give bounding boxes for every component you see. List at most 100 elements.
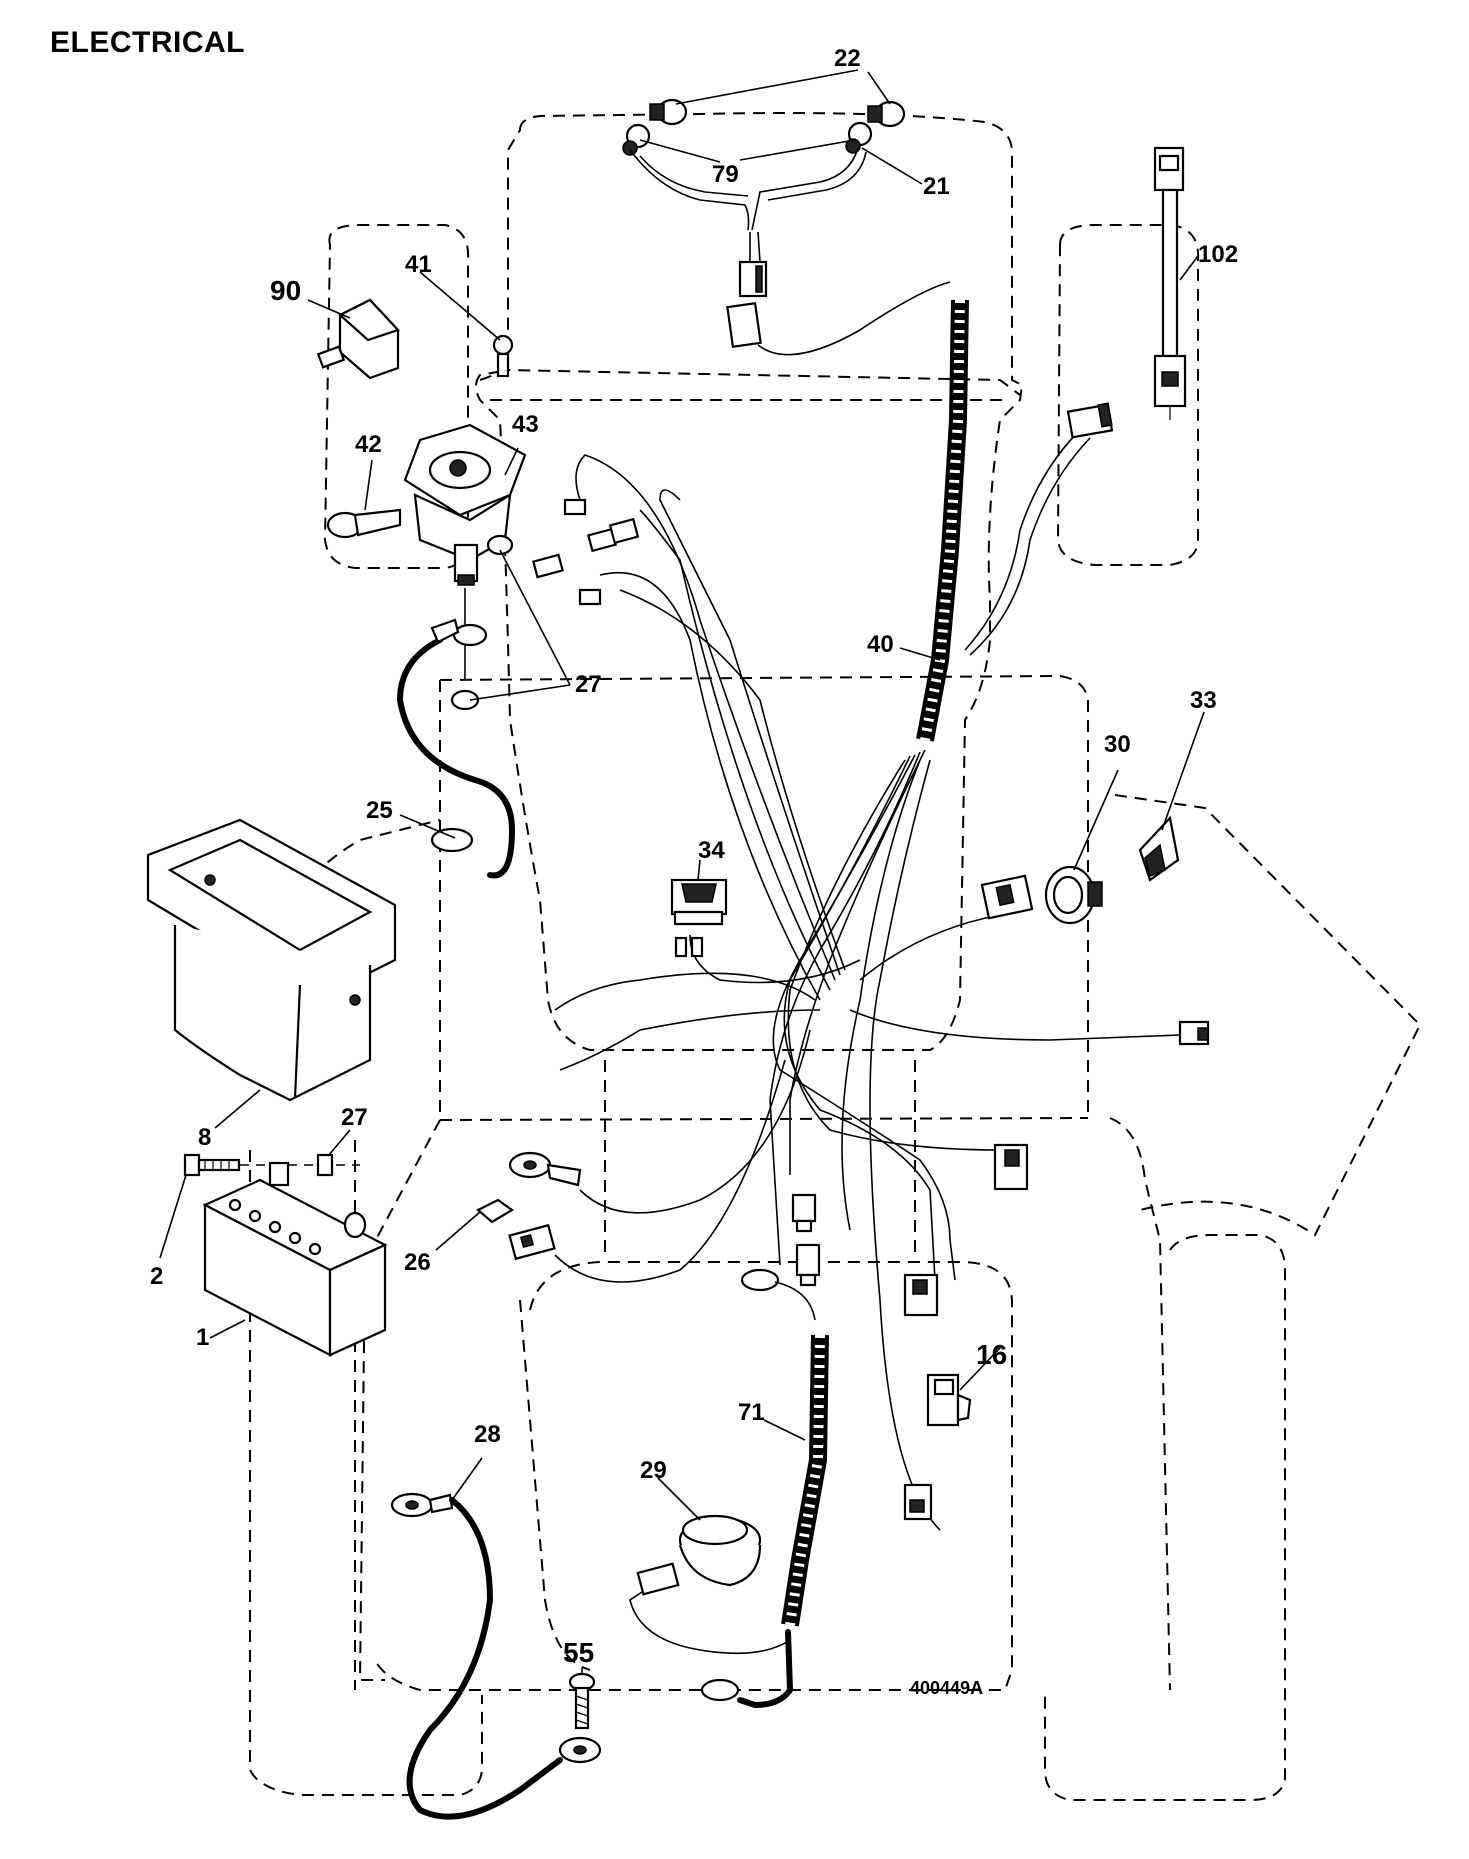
- harness-wire-e: [787, 759, 1001, 1151]
- part-33-module: [1138, 815, 1180, 882]
- callout-34: 34: [698, 837, 725, 864]
- callout-27a: 27: [575, 671, 602, 698]
- frame-right-edge: [439, 674, 1089, 1115]
- right-rear-fender: [1109, 1117, 1171, 1691]
- harness-loom-ribs: [920, 299, 965, 741]
- callout-55: 55: [563, 1637, 594, 1668]
- harness-terminals-front: [532, 498, 640, 606]
- tractor-outline: [249, 112, 1422, 1801]
- right-front-wheel-outline: [1056, 224, 1200, 566]
- callout-40: 40: [867, 631, 894, 658]
- callout-22: 22: [834, 45, 861, 72]
- callout-90: 90: [270, 275, 301, 306]
- part-71-harness: [629, 1268, 829, 1709]
- connector-right-upper: [993, 1143, 1029, 1191]
- cable-28-insulated: [406, 1497, 563, 1820]
- headlight-harness-wire-3: [751, 147, 859, 231]
- callout-27b: 27: [341, 1104, 368, 1131]
- harness-branch-front-2: [639, 509, 831, 991]
- headlight-bulb-left: [649, 98, 688, 126]
- part-55-screw: [568, 1672, 596, 1730]
- harness-branch-left-1: [554, 972, 816, 1011]
- harness-branch-front-1: [575, 454, 836, 981]
- callout-41: 41: [405, 251, 432, 278]
- harness-branch-front-3: [599, 571, 821, 1001]
- headlight-socket-left: [622, 123, 651, 156]
- callout-1: 1: [196, 1324, 209, 1351]
- part-1-battery: [202, 1161, 388, 1357]
- harness-branch-ground: [579, 1029, 811, 1214]
- part-2-battery-bolt: [183, 1153, 360, 1177]
- harness-branch-102-a: [964, 429, 1081, 651]
- harness-branch-front-4: [619, 589, 846, 971]
- part-16-switch-plug: [926, 1373, 972, 1427]
- terminal-1: [563, 498, 587, 516]
- terminal-5: [578, 588, 602, 606]
- headlight-assembly: [622, 98, 906, 348]
- part-41-screw: [492, 334, 514, 378]
- harness-71-loom-casing: [781, 1334, 829, 1627]
- harness-wire-f: [869, 759, 941, 1531]
- left-front-wheel-outline: [323, 224, 470, 569]
- harness-wire-a: [789, 749, 926, 1175]
- headlight-connector: [726, 260, 768, 348]
- harness-71-ground-lead: [737, 1629, 794, 1709]
- callout-28: 28: [474, 1421, 501, 1448]
- callout-30: 30: [1104, 731, 1131, 758]
- headlight-harness-wire-4: [767, 151, 867, 201]
- harness-branch-right: [849, 1009, 1181, 1041]
- page-title: ELECTRICAL: [50, 26, 245, 59]
- part-102-lead-assembly: [1066, 146, 1187, 439]
- bolt-threads: [204, 1160, 230, 1170]
- callout-8: 8: [198, 1124, 211, 1151]
- part-29-seat-switch: [636, 1514, 762, 1596]
- part-28-ground-cable: [390, 1492, 602, 1820]
- harness-branch-102-b: [969, 437, 1091, 656]
- rear-deck-left: [519, 1299, 591, 1671]
- drawing-number: 400449A: [910, 1678, 983, 1698]
- callout-16: 16: [976, 1339, 1007, 1370]
- left-rear-outline: [358, 1119, 441, 1681]
- harness-71-lead: [774, 1281, 816, 1321]
- callout-21: 21: [923, 173, 950, 200]
- screw-55-threads: [575, 1695, 589, 1725]
- callout-26: 26: [404, 1249, 431, 1276]
- part-42-ignition-key: [326, 508, 402, 539]
- callout-42: 42: [355, 431, 382, 458]
- callout-43: 43: [512, 411, 539, 438]
- part-26-fuse: [476, 1198, 556, 1261]
- callout-2: 2: [150, 1263, 163, 1290]
- callout-labels: 22 79 21 102 41 90 42 43 40 27 25 33 30 …: [150, 45, 1238, 1698]
- part-102-mating-connector: [1066, 402, 1114, 439]
- part-8-battery-box: [146, 818, 397, 1102]
- callout-102: 102: [1198, 241, 1238, 268]
- ground-ring-terminal-center: [508, 1151, 582, 1187]
- harness-wire-d: [783, 755, 936, 1281]
- part-30-switch: [1044, 865, 1103, 925]
- callout-71: 71: [738, 1399, 765, 1426]
- terminal-4: [532, 553, 564, 579]
- part-27-nut-upper: [450, 534, 514, 711]
- callout-33: 33: [1190, 687, 1217, 714]
- callout-79: 79: [712, 161, 739, 188]
- terminal-3: [608, 517, 640, 545]
- harness-wire-b: [769, 751, 921, 1266]
- connector-30-harness: [980, 874, 1034, 920]
- connector-lower-right: [903, 1483, 933, 1521]
- harness-connector-right: [1178, 1020, 1210, 1046]
- main-wiring-harness: [554, 281, 1181, 1531]
- headlight-bulb-right: [867, 100, 906, 128]
- harness-branch-left-2: [559, 1009, 821, 1071]
- part-43-ignition-switch: [403, 423, 527, 586]
- headlight-connector-wires: [749, 231, 761, 263]
- center-plug-connector-lower: [795, 1243, 821, 1287]
- harness-wire-g: [841, 759, 921, 1231]
- harness-71-loom-ribs: [785, 1334, 825, 1626]
- part-27-nut-lower: [316, 1153, 334, 1177]
- cable-25-insulated: [396, 637, 516, 879]
- headlight-harness-wire-2: [639, 155, 749, 197]
- harness-branch-front-5: [659, 489, 841, 976]
- hood-cross-line: [479, 368, 1021, 396]
- callout-25: 25: [366, 797, 393, 824]
- frame-inner-lines: [604, 1060, 916, 1260]
